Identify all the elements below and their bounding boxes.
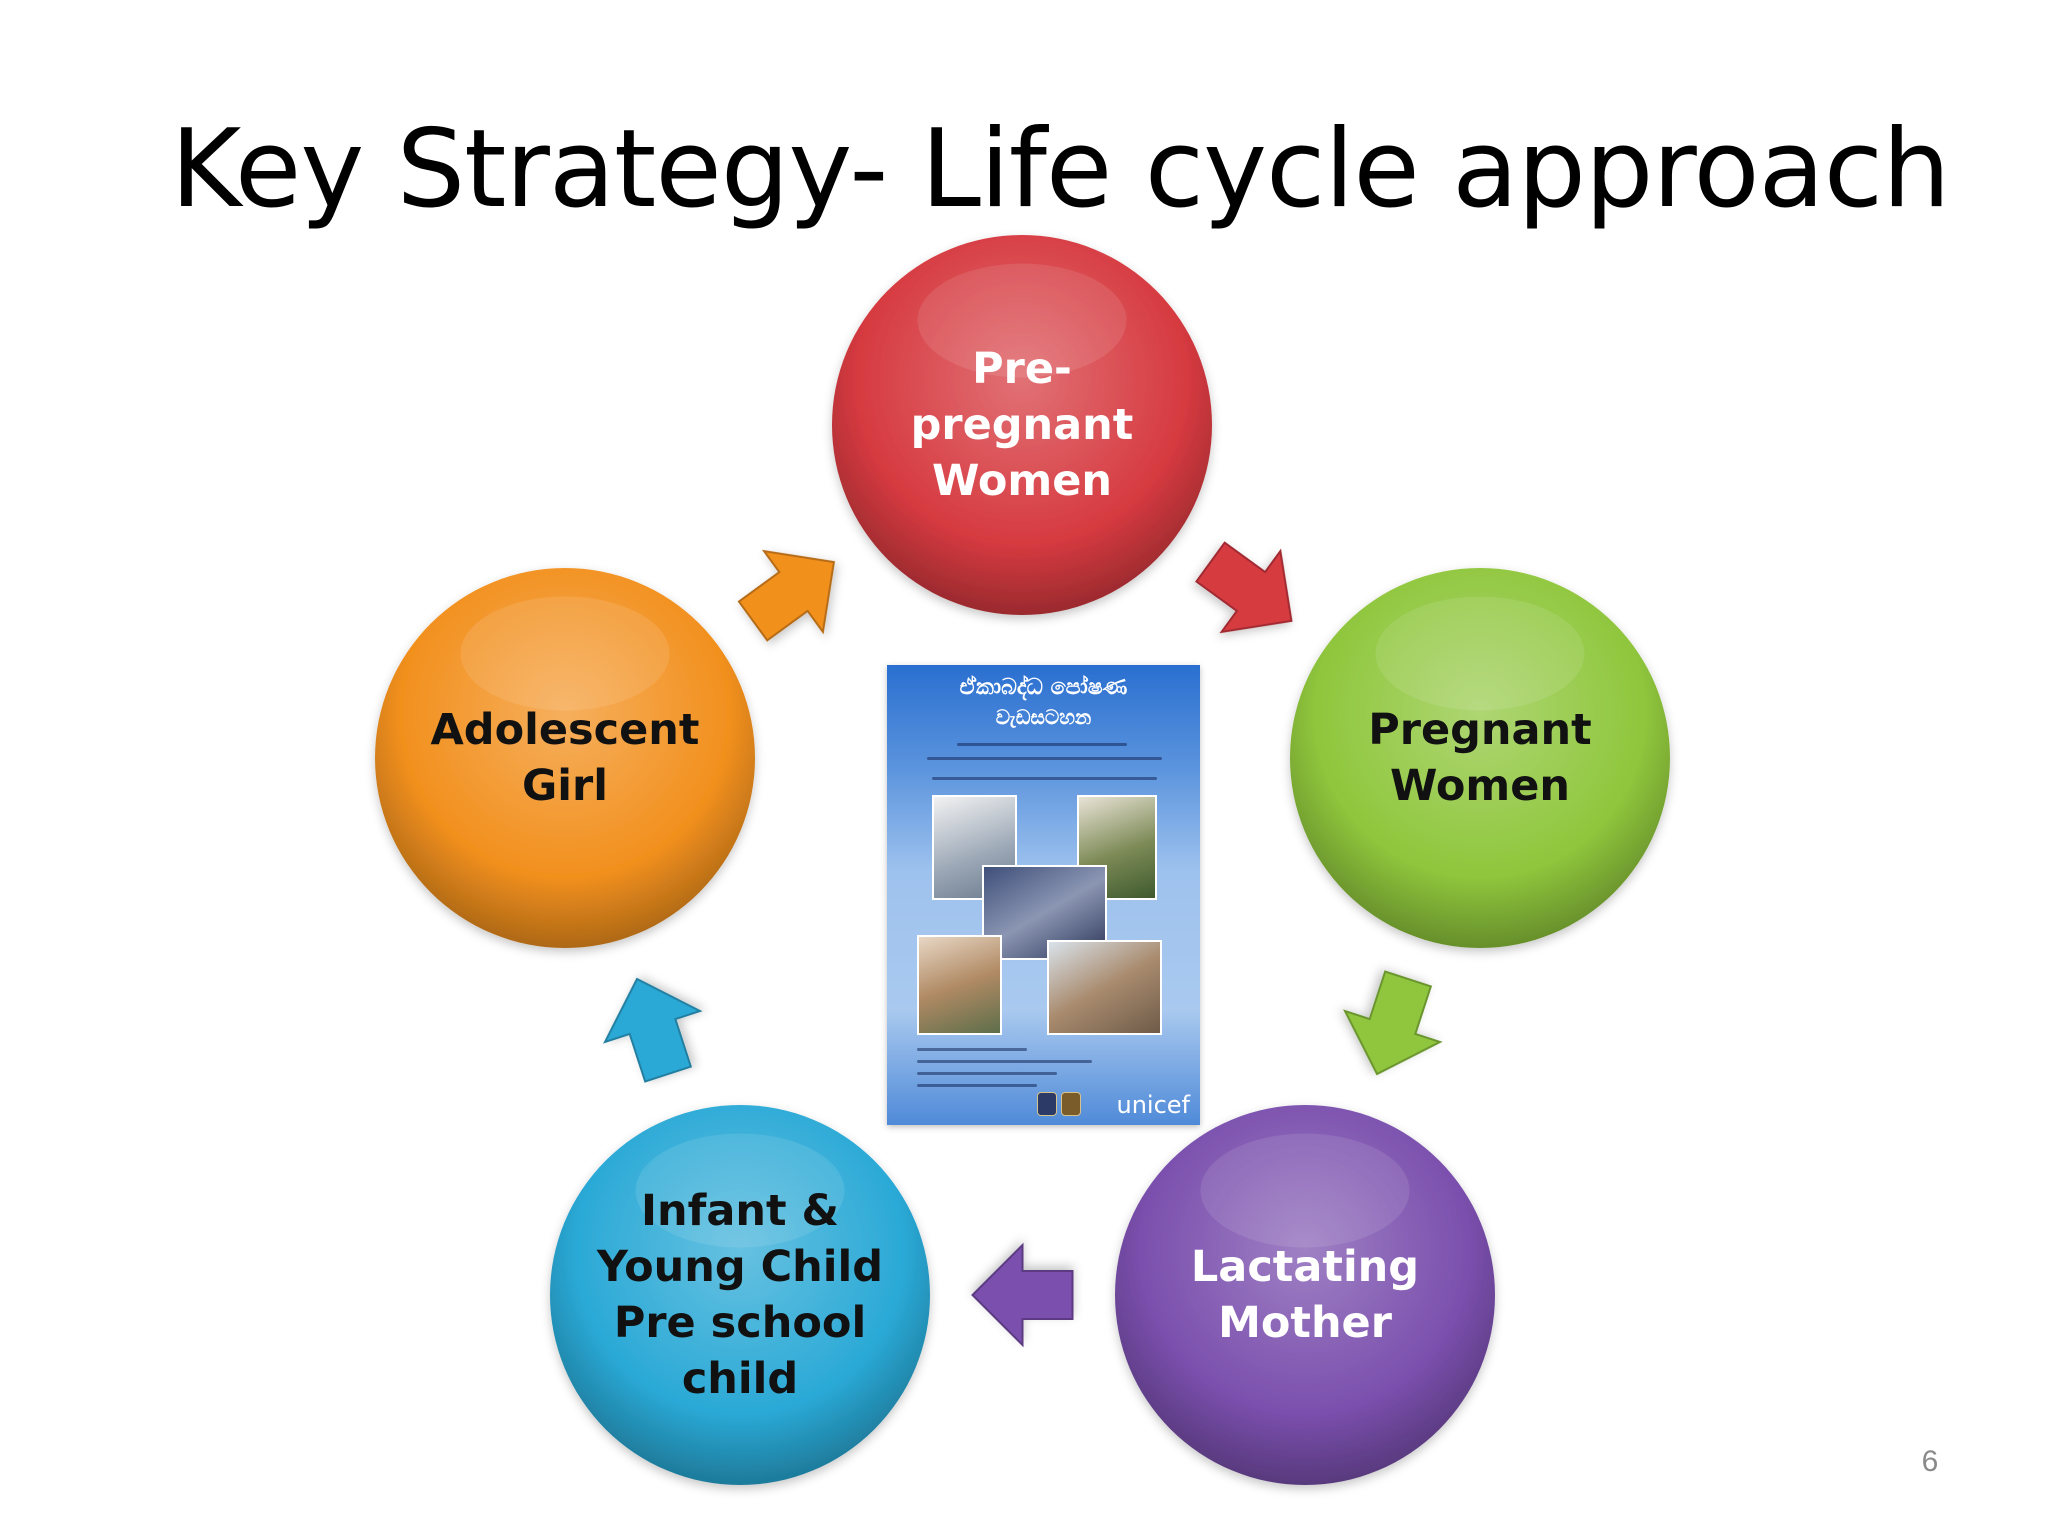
node-highlight: [917, 263, 1127, 378]
arrow-infant-to-adolescent: [602, 977, 703, 1083]
node-pre-pregnant: [832, 235, 1212, 615]
node-highlight: [635, 1133, 845, 1248]
node-adolescent: [375, 568, 755, 948]
arrow-layer: [602, 541, 1443, 1348]
arrow-adolescent-to-pre-pregnant: [737, 549, 836, 642]
node-label-line: Lactating: [1190, 1242, 1420, 1292]
node-infant: [550, 1105, 930, 1485]
node-label-line: Women: [1389, 761, 1571, 811]
booklet-text-line: [957, 743, 1127, 746]
node-label-line: Pre school: [613, 1298, 867, 1348]
node-highlight: [460, 596, 670, 711]
node-circle-pre-pregnant: [832, 235, 1212, 615]
booklet-photo: [1047, 940, 1162, 1035]
node-label-line: child: [681, 1354, 799, 1404]
booklet-heading-line1: ඒකාබද්ධ පෝෂණ: [959, 675, 1128, 700]
booklet-text-line: [917, 1072, 1057, 1075]
node-highlight: [1200, 1133, 1410, 1248]
node-label-line: Infant &: [641, 1186, 839, 1236]
node-pregnant: [1290, 568, 1670, 948]
node-label-line: Pre-: [972, 344, 1072, 394]
arrow-lactating-to-infant: [971, 1242, 1074, 1348]
node-circle-lactating: [1115, 1105, 1495, 1485]
booklet-text-line: [927, 757, 1162, 760]
arrow-pre-pregnant-to-pregnant: [1195, 541, 1293, 634]
node-label-line: Young Child: [596, 1242, 884, 1292]
booklet-text-line: [917, 1048, 1027, 1051]
nutrition-booklet-image: ඒකාබද්ධ පෝෂණ වැඩසටහන unicef: [887, 665, 1200, 1125]
node-highlight: [1375, 596, 1585, 711]
booklet-heading-line2: වැඩසටහන: [995, 705, 1092, 729]
node-layer: [375, 235, 1670, 1485]
slide-title: Key Strategy- Life cycle approach: [170, 107, 1950, 232]
node-label-line: Mother: [1218, 1298, 1392, 1348]
ministry-emblem-icon: [1061, 1092, 1081, 1116]
node-lactating: [1115, 1105, 1495, 1485]
node-label-line: pregnant: [910, 400, 1134, 450]
booklet-text-line: [917, 1084, 1037, 1087]
node-circle-pregnant: [1290, 568, 1670, 948]
booklet-text-line: [917, 1060, 1092, 1063]
booklet-text-line: [932, 777, 1157, 780]
node-circle-infant: [550, 1105, 930, 1485]
node-label-line: Pregnant: [1368, 705, 1592, 755]
unicef-logo: unicef: [1116, 1091, 1191, 1119]
arrow-pregnant-to-lactating: [1342, 970, 1443, 1076]
page-number: 6: [1921, 1445, 1939, 1478]
node-label-line: Adolescent: [430, 705, 700, 755]
node-label-line: Women: [931, 456, 1113, 506]
node-label-line: Girl: [522, 761, 608, 811]
government-emblem-icon: [1037, 1092, 1057, 1116]
node-circle-adolescent: [375, 568, 755, 948]
booklet-photo: [917, 935, 1002, 1035]
